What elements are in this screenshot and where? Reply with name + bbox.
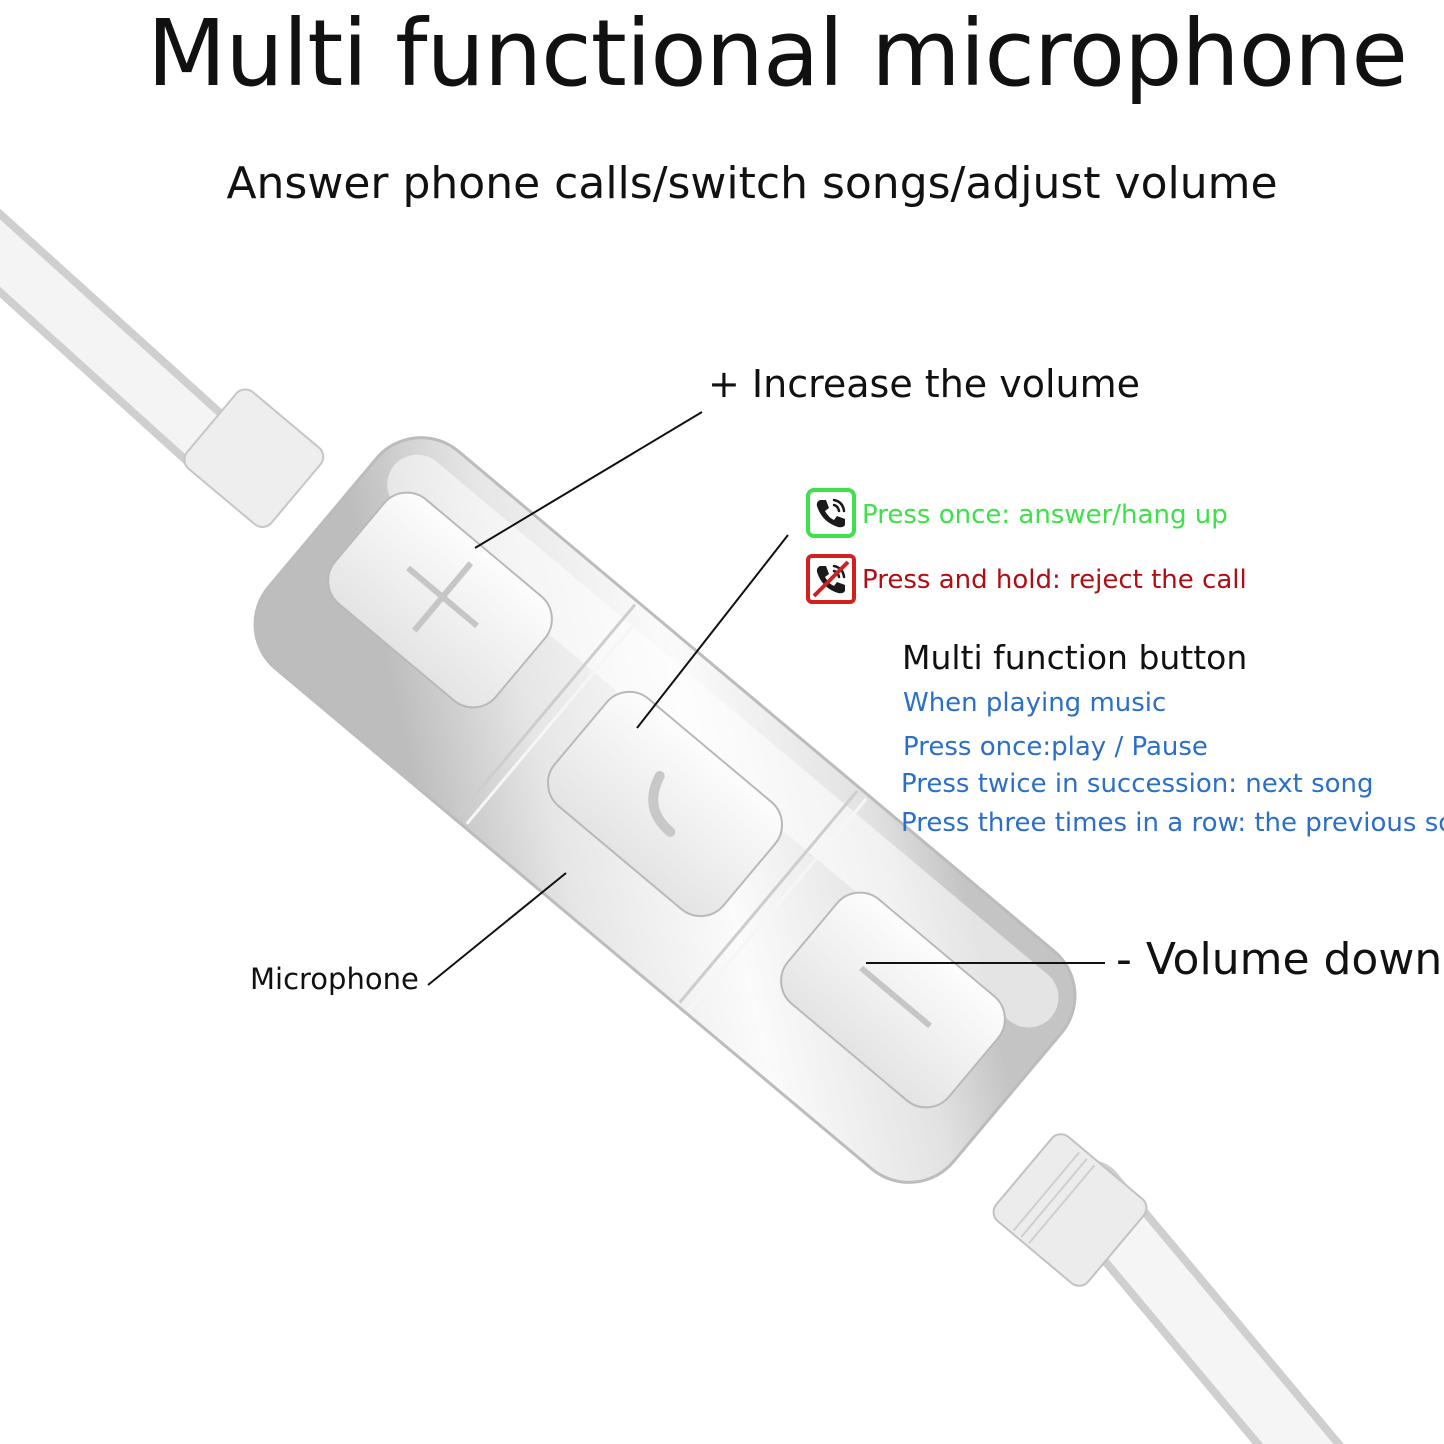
increase-volume-label: + Increase the volume [708,362,1141,406]
microphone-label: Microphone [250,962,419,996]
multi-function-button[interactable] [536,680,795,929]
page-title: Multi functional microphone [147,0,1408,107]
page-subtitle: Answer phone calls/switch songs/adjust v… [226,158,1278,209]
strain-relief-top [183,388,325,528]
reject-call-text: Press and hold: reject the call [862,565,1247,595]
music-instruction-line: Press once:play / Pause [903,732,1208,762]
cable-top [0,209,273,503]
leader-line-increase [474,411,703,549]
phone-call-icon [806,488,856,538]
leader-line-multi [636,534,789,729]
volume-down-label: - Volume down [1116,934,1443,985]
answer-call-text: Press once: answer/hang up [862,500,1228,530]
strain-relief-bottom [992,1133,1148,1287]
volume-down-button[interactable] [769,880,1017,1119]
phone-reject-icon [806,554,856,604]
music-instruction-line: When playing music [903,688,1167,718]
music-instruction-line: Press twice in succession: next song [901,769,1374,799]
volume-up-button[interactable] [316,480,564,719]
leader-line-microphone [427,872,567,986]
music-instruction-line: Press three times in a row: the previous… [901,808,1444,838]
multi-function-title: Multi function button [902,638,1248,677]
cable-bottom [1055,1160,1344,1444]
